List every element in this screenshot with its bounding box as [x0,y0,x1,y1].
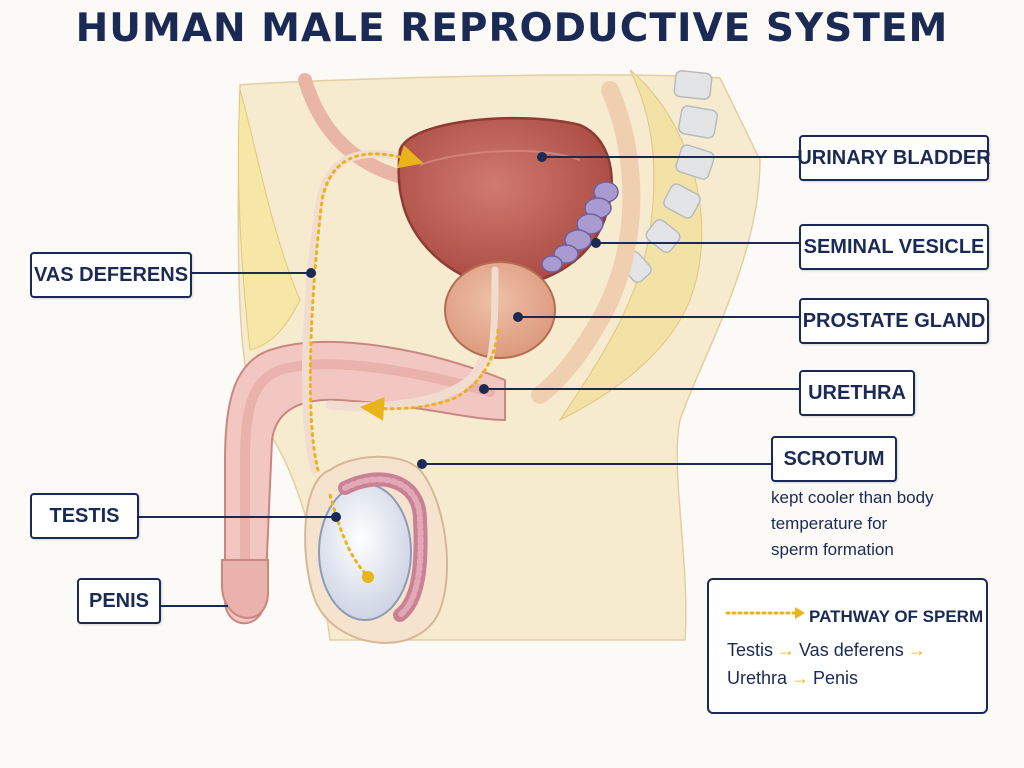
prostate-gland [444,261,556,359]
legend-step: Vas deferens [799,640,904,660]
sperm-pathway [308,145,500,580]
glans [221,559,269,619]
pathway-legend: PATHWAY OF SPERM Testis→Vas deferens→ Ur… [707,578,988,714]
legend-step: Urethra [727,668,788,688]
label-scrotum: SCROTUM [771,436,897,482]
label-testis: TESTIS [30,493,139,539]
label-urinary-bladder: URINARY BLADDER [797,135,991,181]
dotted-arrow-icon [725,607,805,619]
scrotum-note-line: kept cooler than body [771,488,934,507]
arrow-right-icon: → [791,668,810,688]
vas-deferens-tube [301,149,416,474]
scrotum-note: kept cooler than body temperature for sp… [771,485,934,563]
page-title: HUMAN MALE REPRODUCTIVE SYSTEM [75,6,949,51]
scrotum-note-line: temperature for [771,514,888,533]
legend-row-1: Testis→Vas deferens→ [727,640,930,661]
legend-step: Testis [727,640,774,660]
legend-step: Penis [813,668,859,688]
label-prostate-gland: PROSTATE GLAND [799,298,989,344]
arrow-right-icon: → [907,640,926,660]
label-penis: PENIS [77,578,161,624]
penis-corpus [240,359,495,595]
legend-row-2: Urethra→Penis [727,668,858,689]
label-vas-deferens: VAS DEFERENS [30,252,192,298]
legend-title: PATHWAY OF SPERM [809,607,984,626]
label-seminal-vesicle: SEMINAL VESICLE [799,224,989,270]
leader-lines [139,156,799,607]
seminal-vesicle [541,181,619,273]
leader-dots [306,152,601,522]
scrotum-note-line: sperm formation [771,540,894,559]
arrow-right-icon: → [777,640,796,660]
abdominal-fat-layer [237,89,301,351]
rectum [531,81,641,404]
urinary-bladder [397,116,613,287]
vertebrae [620,70,718,284]
label-urethra: URETHRA [799,370,915,416]
